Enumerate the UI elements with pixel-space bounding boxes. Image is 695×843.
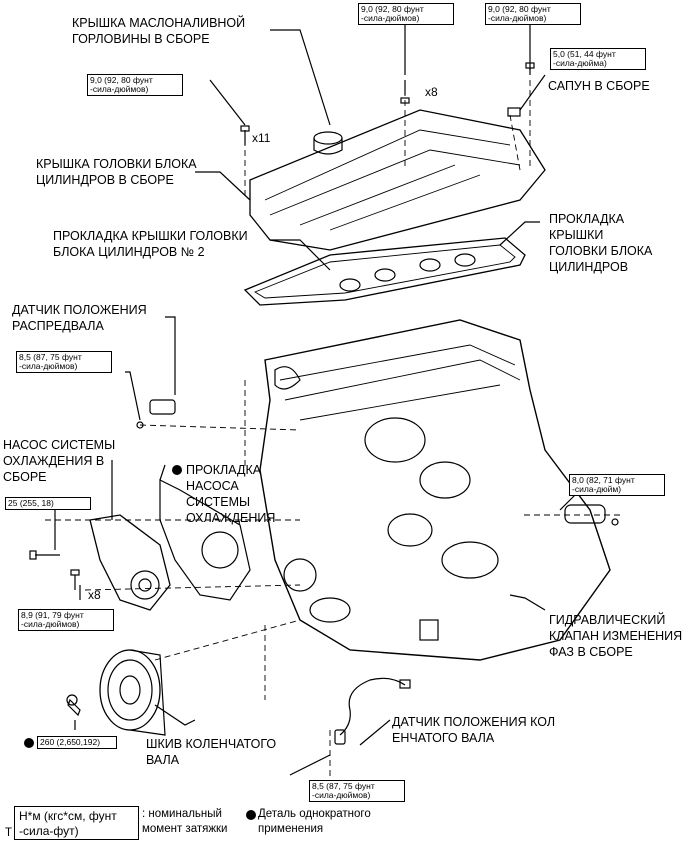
torque-box: 9,0 (92, 80 фунт -сила-дюймов) xyxy=(485,3,581,25)
torque-box: 25 (255, 18) xyxy=(5,497,91,510)
torque-box: 8,5 (87, 75 фунт -сила-дюймов) xyxy=(309,780,405,802)
quantity-label: x8 xyxy=(88,588,101,602)
torque-box: 9,0 (92, 80 фунт -сила-дюймов) xyxy=(358,3,454,25)
legend-non-reusable: Деталь однократного применения xyxy=(258,808,371,835)
torque-box: 8,5 (87, 75 фунт -сила-дюймов) xyxy=(16,351,112,373)
torque-box: 8,9 (91, 79 фунт -сила-дюймов) xyxy=(18,609,114,631)
torque-box: 8,0 (82, 71 фунт -сила-дюйм) xyxy=(569,474,665,496)
legend-unit-box: Н*м (кгс*см, фунт -сила-фут) xyxy=(14,806,139,840)
non-reusable-dot xyxy=(246,810,256,820)
label-head-cover-gasket: ПРОКЛАДКА КРЫШКИ ГОЛОВКИ БЛОКА ЦИЛИНДРОВ xyxy=(549,212,653,274)
quantity-label: x8 xyxy=(425,85,438,99)
label-head-cover-gasket-2: ПРОКЛАДКА КРЫШКИ ГОЛОВКИ БЛОКА ЦИЛИНДРОВ… xyxy=(53,229,248,259)
label-crank-pulley: ШКИВ КОЛЕНЧАТОГО ВАЛА xyxy=(146,737,277,767)
label-oil-filler-cap: КРЫШКА МАСЛОНАЛИВНОЙ ГОРЛОВИНЫ В СБОРЕ xyxy=(72,16,246,46)
torque-box: 9,0 (92, 80 фунт -сила-дюймов) xyxy=(87,74,183,96)
non-reusable-dot xyxy=(24,738,34,748)
label-water-pump-gasket: ПРОКЛАДКА НАСОСА СИСТЕМЫ ОХЛАЖДЕНИЯ xyxy=(186,463,276,525)
label-camshaft-sensor: ДАТЧИК ПОЛОЖЕНИЯ РАСПРЕДВАЛА xyxy=(12,303,147,333)
label-breather: САПУН В СБОРЕ xyxy=(548,79,650,93)
legend-unit-desc: : номинальный момент затяжки xyxy=(142,808,228,835)
label-head-cover: КРЫШКА ГОЛОВКИ БЛОКА ЦИЛИНДРОВ В СБОРЕ xyxy=(36,157,197,187)
corner-mark: T xyxy=(5,827,13,839)
label-water-pump: НАСОС СИСТЕМЫ ОХЛАЖДЕНИЯ В СБОРЕ xyxy=(3,438,116,484)
non-reusable-dot xyxy=(172,465,182,475)
torque-box: 5,0 (51, 44 фунт -сила-дюйма) xyxy=(550,48,646,70)
label-ocv: ГИДРАВЛИЧЕСКИЙ КЛАПАН ИЗМЕНЕНИЯ ФАЗ В СБ… xyxy=(549,613,683,659)
quantity-label: x11 xyxy=(252,131,271,145)
label-crank-sensor: ДАТЧИК ПОЛОЖЕНИЯ КОЛ ЕНЧАТОГО ВАЛА xyxy=(392,715,556,745)
torque-box: 260 (2,650,192) xyxy=(37,736,117,749)
